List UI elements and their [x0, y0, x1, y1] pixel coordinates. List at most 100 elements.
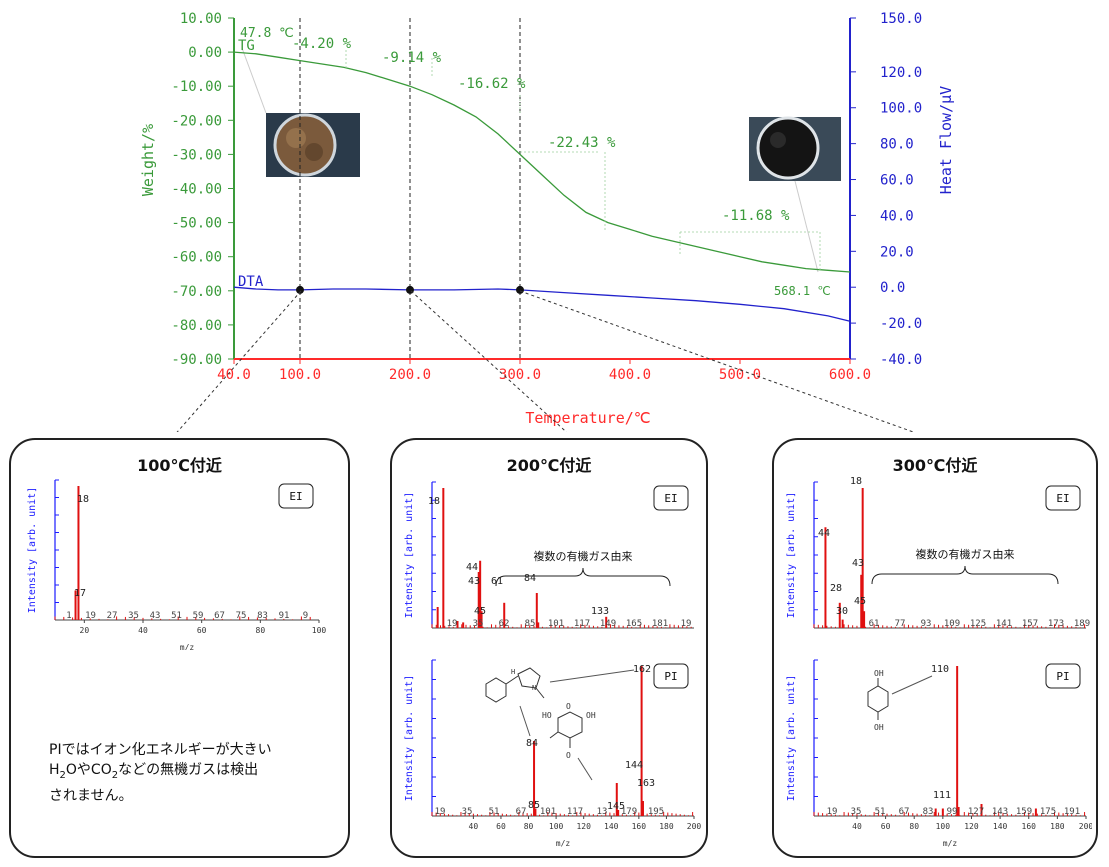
ms-peak-label: 18 [428, 496, 440, 507]
ms-x-tick-label: 120 [964, 822, 979, 831]
y-left-tick-label: 10.00 [180, 11, 222, 27]
ms-x-tick-label: 160 [1022, 822, 1037, 831]
ms-x-tick-label: 180 [1050, 822, 1065, 831]
ms-x-tick-label: 40 [138, 626, 148, 635]
ms-mode-badge [278, 483, 314, 509]
ms-x-tick-label: 160 [632, 822, 647, 831]
panel-title: 300℃付近 [892, 456, 978, 475]
step-label-1: -4.20 % [292, 36, 352, 52]
ms-x-tick-label: 100 [312, 626, 327, 635]
ms-baseline-label: 143 [992, 807, 1008, 817]
ms-x-label: m/z [180, 643, 195, 650]
ms-peak-label: 133 [591, 606, 609, 617]
ms-brace-label: 複数の有機ガス由来 [916, 547, 1015, 561]
ms-x-tick-label: 60 [197, 626, 207, 635]
ms-mode-badge [1045, 663, 1081, 689]
ms-baseline-label: 61 [869, 619, 880, 629]
dta-label: DTA [238, 274, 264, 290]
ms-baseline-label: 35 [473, 619, 484, 629]
x-tick-label: 100.0 [279, 367, 321, 383]
ms-baseline-label: 93 [921, 619, 932, 629]
molecule-atom-label: OH [874, 723, 884, 732]
dta-curve [233, 286, 851, 322]
ms-peak-label: 144 [625, 760, 643, 771]
step-label-5: -11.68 % [722, 208, 790, 224]
ms-mode-badge [1045, 485, 1081, 511]
y-right-tick-label: 60.0 [880, 173, 914, 189]
photo-connector [794, 180, 819, 273]
ms-baseline-label: 91 [279, 611, 290, 621]
x-axis-label: Temperature/℃ [525, 409, 650, 427]
ms-baseline-label: 157 [1022, 619, 1038, 629]
ms-baseline-label: 149 [600, 619, 616, 629]
ms-baseline-label: 67 [214, 611, 225, 621]
molecule-ring [517, 667, 541, 689]
tg-dta-chart: 10.000.00-10.00-20.00-30.00-40.00-50.00-… [139, 11, 955, 432]
sample-photo-before [266, 113, 360, 177]
ms-mode-badge-label: EI [1056, 492, 1069, 505]
ms-baseline-label: 9 [303, 611, 308, 621]
ms-x-tick-label: 120 [576, 822, 591, 831]
start-temp-label: 47.8 ℃ [240, 26, 294, 41]
ms-peak-label: 84 [526, 738, 538, 749]
ms-baseline-label: 35 [851, 807, 862, 817]
ms-peak-label: 18 [850, 476, 862, 487]
ms-peak-label: 111 [933, 790, 951, 801]
x-tick-label: 500.0 [719, 367, 761, 383]
ms-baseline-label: 165 [626, 619, 642, 629]
ms-mode-badge-label: PI [1056, 670, 1069, 683]
ms-y-label: Intensity [arb. unit] [404, 492, 415, 618]
ms-baseline-label: 125 [970, 619, 986, 629]
marked-point [296, 285, 304, 294]
molecule-atom-label: OH [586, 711, 596, 720]
tg-curve [233, 51, 851, 273]
ms-baseline-label: 67 [516, 807, 527, 817]
ms-baseline-label: 19 [827, 807, 838, 817]
ms-x-label: m/z [556, 839, 571, 848]
ms-x-tick-label: 80 [256, 626, 266, 635]
ms-y-label: Intensity [arb. unit] [404, 675, 415, 801]
note-text: PIではイオン化エネルギーが大きい H2OやCO2などの無機ガスは検出 されませ… [49, 742, 272, 804]
ms-x-tick-label: 200 [687, 822, 702, 831]
ms-y-label: Intensity [arb. unit] [786, 675, 797, 801]
ms-baseline-label: 195 [648, 807, 664, 817]
ms-mode-badge [653, 485, 689, 511]
ms-brace [871, 565, 1059, 585]
step-label-4: -22.43 % [548, 135, 616, 151]
ms-x-tick-label: 40 [852, 822, 862, 831]
ms-brace [495, 567, 671, 587]
ms-x-label: m/z [943, 839, 958, 848]
molecule-atom-label: H [511, 668, 515, 676]
ms-baseline-label: 141 [996, 619, 1012, 629]
ms-baseline-label: 67 [899, 807, 910, 817]
molecule-atom-label: O [566, 702, 571, 711]
panel-title: 200℃付近 [506, 456, 592, 475]
y-right-tick-label: -40.0 [880, 352, 922, 368]
hydroquinone-structure [867, 678, 889, 720]
step-guides [345, 50, 821, 272]
ms-baseline-label: 127 [968, 807, 984, 817]
ms-y-label: Intensity [arb. unit] [786, 492, 797, 618]
ms-baseline-label: 99 [947, 807, 958, 817]
ms-baseline-label: 83 [923, 807, 934, 817]
y-left-tick-label: -40.00 [171, 182, 222, 198]
x-tick-label: 600.0 [829, 367, 871, 383]
step-label-3: -16.62 % [458, 76, 526, 92]
ms-baseline-label: 101 [540, 807, 556, 817]
ms-y-label: Intensity [arb. unit] [27, 487, 38, 613]
ms-baseline-label: 175 [1040, 807, 1056, 817]
ms-baseline-label: 19 [85, 611, 96, 621]
arrow-line [549, 669, 635, 683]
ms-peak-label: 45 [854, 596, 866, 607]
ms-mode-badge-label: EI [289, 490, 302, 503]
ms-peak-label: 145 [607, 801, 625, 812]
ms-peak-label: 44 [818, 528, 830, 539]
y-right-tick-label: 120.0 [880, 65, 922, 81]
y-left-tick-label: -90.00 [171, 352, 222, 368]
y-right-tick-label: 150.0 [880, 11, 922, 27]
